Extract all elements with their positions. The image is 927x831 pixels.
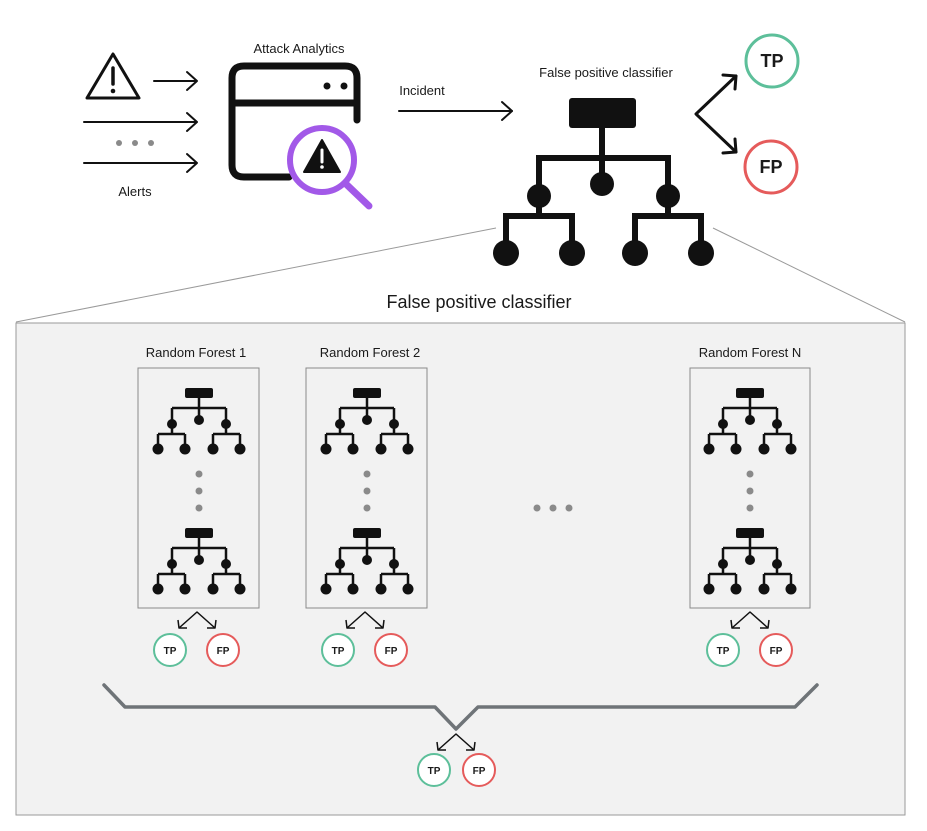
forest-name: Random Forest 1 xyxy=(146,345,246,360)
warning-icon xyxy=(85,52,141,100)
ellipsis-icon xyxy=(116,140,154,146)
classifier-label: False positive classifier xyxy=(539,65,673,80)
panel-title: False positive classifier xyxy=(386,292,571,312)
alerts-label: Alerts xyxy=(118,184,152,199)
forest-name: Random Forest N xyxy=(699,345,802,360)
incident-label: Incident xyxy=(399,83,445,98)
browser-window-icon xyxy=(228,62,361,181)
alert-arrows xyxy=(83,71,198,173)
magnifier-icon xyxy=(287,125,373,210)
forest-tp-label: TP xyxy=(164,646,177,657)
zoom-lines xyxy=(15,227,906,323)
attack-analytics-label: Attack Analytics xyxy=(253,41,345,56)
forest-tp-label: TP xyxy=(332,646,345,657)
forest-name: Random Forest 2 xyxy=(320,345,420,360)
tp-badge-label: TP xyxy=(760,51,783,71)
classifier-tree-icon xyxy=(493,98,714,266)
split-arrow-big xyxy=(694,73,738,155)
incident-arrow xyxy=(398,101,513,121)
final-output: TP FP xyxy=(417,733,496,787)
forest-tp-label: TP xyxy=(717,646,730,657)
fp-badge: FP xyxy=(743,139,799,195)
tp-badge: TP xyxy=(744,33,800,89)
final-tp-label: TP xyxy=(428,766,441,777)
aggregation-brace xyxy=(102,683,819,731)
forest-fp-label: FP xyxy=(217,646,230,657)
forest-n: Random Forest N TP FP xyxy=(689,345,811,667)
fp-badge-label: FP xyxy=(759,157,782,177)
forest-fp-label: FP xyxy=(385,646,398,657)
horizontal-ellipsis-icon xyxy=(533,504,573,512)
forest-1: Random Forest 1 TP FP xyxy=(137,345,260,667)
forest-2: Random Forest 2 TP FP xyxy=(305,345,428,667)
final-fp-label: FP xyxy=(473,766,486,777)
forest-fp-label: FP xyxy=(770,646,783,657)
